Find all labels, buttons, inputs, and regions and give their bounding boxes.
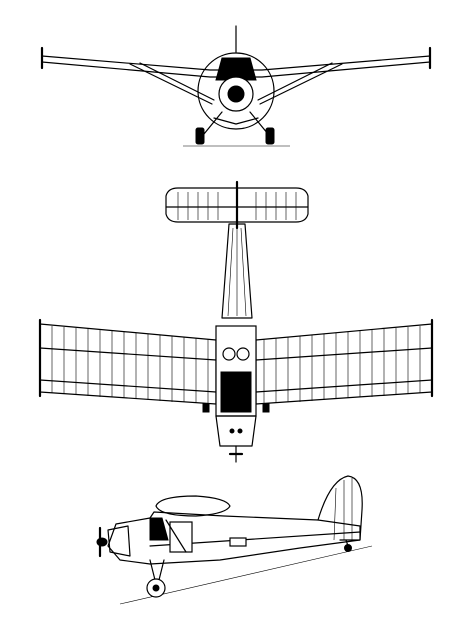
- rear-fuselage: [221, 223, 253, 319]
- side-window: [169, 521, 193, 553]
- tail-wheel: [344, 544, 352, 552]
- engine-cowl-top: [215, 415, 257, 447]
- windscreen: [149, 517, 169, 541]
- propeller-disc: [197, 52, 275, 130]
- cabin-window: [215, 57, 257, 81]
- right-skylight: [236, 347, 250, 361]
- horizontal-stabilizer: [165, 187, 309, 223]
- main-wheel-hub: [152, 584, 160, 592]
- rudder-ribs: [333, 478, 353, 541]
- spinner-side: [96, 537, 108, 547]
- cowl-detail-left: [229, 428, 235, 434]
- right-wing-spars: [255, 347, 433, 393]
- cockpit-glazing: [220, 371, 252, 413]
- left-wing-ribs: [51, 326, 209, 404]
- front-gear-legs: [203, 111, 269, 135]
- right-wing: [255, 323, 433, 405]
- vertical-fin: [317, 475, 363, 541]
- stabilizer-ribs: [177, 192, 297, 220]
- fuselage-stringers: [227, 226, 247, 317]
- top-view: [38, 180, 434, 463]
- cowl-detail-right: [237, 428, 243, 434]
- left-wing-spars: [39, 347, 217, 393]
- fuselage-hatch: [229, 537, 247, 547]
- engine-cowl-side: [107, 525, 131, 557]
- wing-strut-side: [165, 519, 187, 553]
- side-wing: [155, 495, 231, 517]
- left-wheel-top: [202, 403, 210, 413]
- right-wing-ribs: [263, 326, 421, 404]
- side-view: [96, 475, 373, 605]
- left-wing: [39, 323, 217, 405]
- right-wheel: [265, 127, 275, 145]
- left-wheel: [195, 127, 205, 145]
- front-view: [40, 25, 432, 147]
- spinner: [227, 85, 245, 103]
- right-wheel-top: [262, 403, 270, 413]
- left-skylight: [222, 347, 236, 361]
- side-fuselage: [107, 511, 361, 565]
